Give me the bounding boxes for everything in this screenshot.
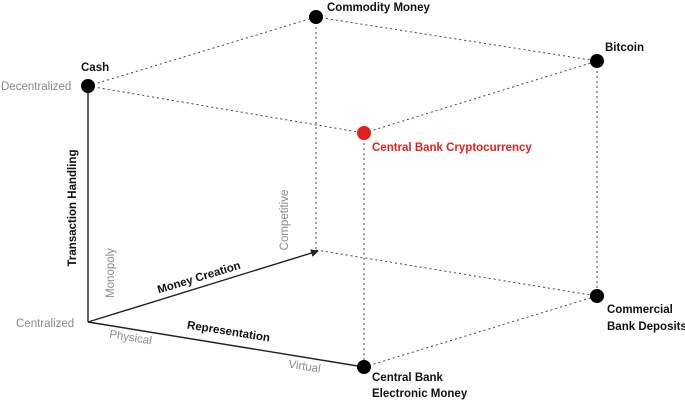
edge-cash-commodity bbox=[87, 16, 317, 87]
axis-depth-line bbox=[87, 249, 319, 323]
scale-competitive: Competitive bbox=[279, 190, 291, 251]
node-bitcoin bbox=[590, 54, 604, 68]
edge-cash-cbcc bbox=[87, 85, 365, 134]
label-commodity-money: Commodity Money bbox=[327, 2, 430, 14]
label-central-bank-cryptocurrency: Central Bank Cryptocurrency bbox=[372, 142, 532, 154]
cube-edges bbox=[87, 16, 598, 368]
scale-centralized: Centralized bbox=[16, 318, 74, 330]
scale-virtual: Virtual bbox=[288, 359, 322, 376]
axes bbox=[87, 86, 365, 368]
node-central-bank-cryptocurrency bbox=[357, 126, 371, 140]
label-cbem-line1: Central Bank bbox=[372, 372, 444, 384]
node-central-bank-electronic-money bbox=[357, 360, 371, 374]
edge-cbcc-bitcoin bbox=[363, 60, 598, 134]
label-cash: Cash bbox=[81, 62, 109, 74]
edge-cbem-commercial bbox=[363, 295, 598, 368]
scale-decentralized: Decentralized bbox=[1, 81, 71, 93]
scale-monopoly: Monopoly bbox=[105, 248, 117, 298]
label-commercial-line2: Bank Deposits bbox=[607, 321, 685, 333]
node-commercial-bank-deposits bbox=[590, 289, 604, 303]
label-bitcoin: Bitcoin bbox=[605, 42, 644, 54]
axis-horizontal-line bbox=[87, 321, 365, 368]
node-cash bbox=[81, 79, 95, 93]
axis-vertical-title: Transaction Handling bbox=[67, 150, 79, 267]
label-commercial-line1: Commercial bbox=[607, 304, 673, 316]
node-commodity-money bbox=[309, 10, 323, 24]
edge-commodity-bitcoin bbox=[315, 16, 598, 62]
label-cbem-line2: Electronic Money bbox=[372, 388, 468, 400]
edge-hidden-commercial bbox=[315, 249, 598, 297]
